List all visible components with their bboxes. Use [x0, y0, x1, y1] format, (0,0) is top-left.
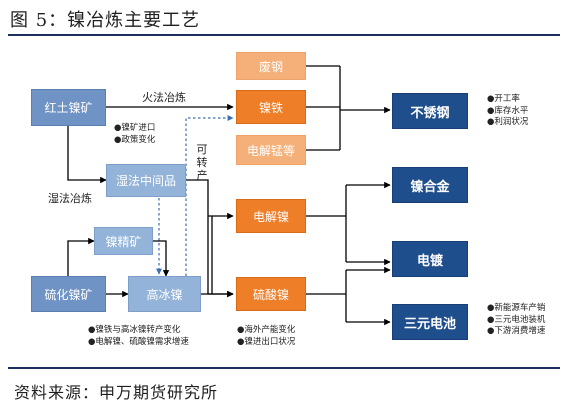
laterite-notes: ●镍矿进口●政策变化: [114, 123, 156, 145]
sulfide-ore-box: 硫化镍矿: [31, 276, 106, 312]
sulfate-notes: ●海外产能变化●镍进出口状况: [237, 325, 296, 347]
hydro-intermediate-box: 湿法中间品: [106, 164, 186, 197]
bottom-rule: [8, 367, 560, 369]
nickel-pig-iron-box: 镍铁: [236, 90, 306, 124]
hydro-label: 湿法冶炼: [48, 192, 92, 205]
dotted-convertible-to-pig-iron: [185, 115, 234, 276]
high-matte-box: 高冰镍: [128, 276, 201, 312]
electrolytic-nickel-box: 电解镍: [236, 199, 306, 233]
pyro-label: 火法冶炼: [142, 91, 186, 104]
nickel-alloy-box: 镍合金: [392, 167, 468, 203]
arrow-laterite-to-intermediate: [67, 126, 107, 184]
ternary-battery-box: 三元电池: [392, 304, 468, 340]
laterite-ore-box: 红土镍矿: [31, 89, 106, 126]
figure-title: 图 5：镍冶炼主要工艺: [10, 10, 201, 31]
convertible-label: 可转产: [196, 143, 208, 182]
stainless-notes: ●开工率●库存水平●利润状况: [487, 94, 529, 127]
electroplating-box: 电镀: [392, 241, 468, 277]
arrow-concentrate-to-matte: [153, 240, 170, 277]
top-rule: [8, 34, 560, 36]
nickel-sulfate-box: 硫酸镍: [236, 277, 306, 311]
nickel-concentrate-box: 镍精矿: [94, 227, 153, 255]
arrow-sulfide-to-concentrate: [67, 237, 95, 276]
source-caption: 资料来源：申万期货研究所: [14, 383, 219, 402]
scrap-steel-box: 废钢: [236, 52, 306, 80]
matte-notes: ●镍铁与高冰镍转产变化●电解镍、硫酸镍需求增速: [88, 325, 189, 347]
ternary-notes: ●新能源车产销●三元电池装机●下游消费增速: [487, 303, 546, 336]
electrolytic-mn-box: 电解锰等: [236, 135, 306, 165]
stainless-steel-box: 不锈钢: [392, 93, 468, 129]
